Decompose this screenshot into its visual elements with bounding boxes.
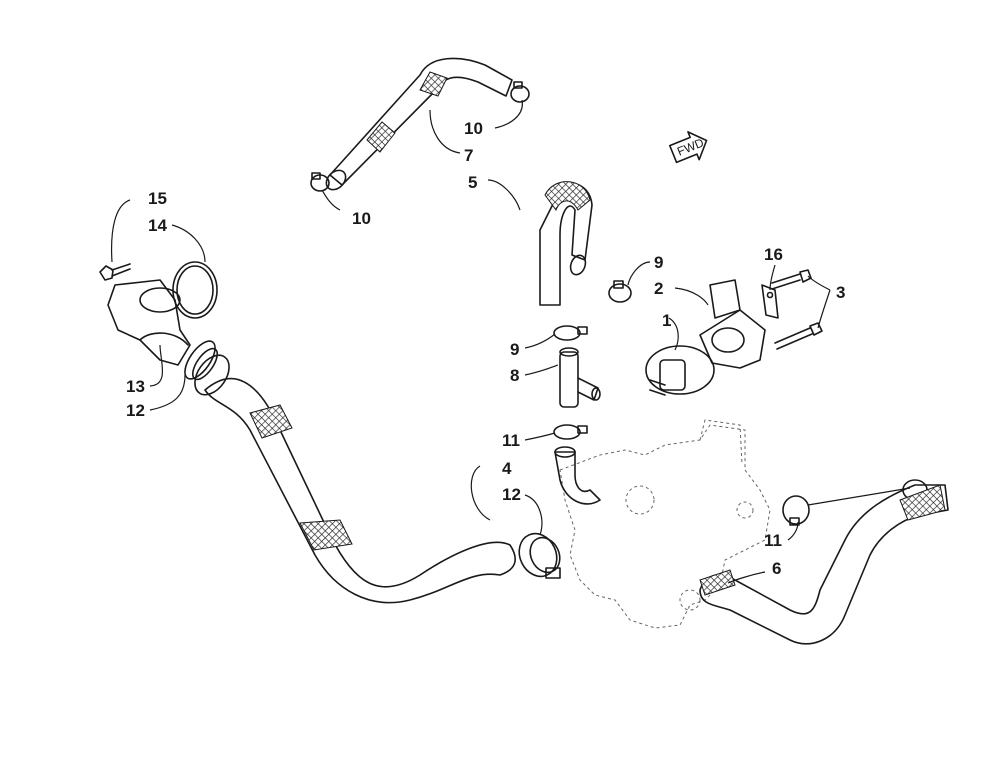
hose-clamp-11-right	[782, 487, 911, 526]
hose-5	[539, 181, 593, 306]
thermostat-housing-13	[107, 279, 191, 366]
short-hose-lower	[554, 451, 601, 505]
callout-3: 3	[836, 283, 845, 302]
callout-9-lower: 9	[510, 340, 519, 359]
hose-clamp-11-center	[553, 424, 588, 440]
forward-direction-arrow: FWD	[668, 131, 708, 164]
callout-7: 7	[464, 146, 473, 165]
callout-labels: 1 2 3 4 5 6 7 8 9 9 10 10 11 11 12 12 13…	[126, 119, 845, 578]
hose-clamp-10-right	[510, 81, 530, 103]
o-ring-14-inner	[176, 265, 214, 315]
thermostat-cover-2	[699, 279, 766, 369]
bolt-15	[99, 263, 131, 281]
callout-15: 15	[148, 189, 167, 208]
callout-12-upper: 12	[126, 401, 145, 420]
callout-10-upper: 10	[464, 119, 483, 138]
bolt-3-upper	[771, 269, 812, 290]
callout-5: 5	[468, 173, 477, 192]
hose-clamp-12-upper	[184, 340, 219, 381]
callout-1: 1	[662, 311, 671, 330]
hose-7	[325, 57, 513, 191]
water-pump-housing	[559, 419, 771, 629]
callout-2: 2	[654, 279, 663, 298]
callout-12-lower: 12	[502, 485, 521, 504]
callout-11-center: 11	[502, 431, 520, 450]
callout-10-lower: 10	[352, 209, 371, 228]
hose-clamp-9-lower	[553, 325, 588, 341]
bolt-3-lower	[774, 322, 823, 350]
o-ring-14	[172, 261, 218, 319]
hose-clamp-9-upper	[608, 280, 632, 303]
callout-6: 6	[772, 559, 781, 578]
callout-16: 16	[764, 245, 783, 264]
callout-8: 8	[510, 366, 519, 385]
callout-11-right: 11	[764, 531, 782, 550]
hose-4	[194, 354, 516, 604]
t-fitting-8	[559, 347, 601, 408]
callout-14: 14	[148, 216, 167, 235]
hose-6	[699, 479, 949, 645]
thermostat-1	[645, 345, 715, 396]
callout-9-upper: 9	[654, 253, 663, 272]
callout-13: 13	[126, 377, 145, 396]
leader-lines	[110, 99, 831, 584]
callout-4: 4	[502, 459, 512, 478]
hose-clamp-10-left	[310, 172, 330, 192]
short-hose-lower-end	[554, 446, 576, 458]
bracket-16	[761, 284, 779, 319]
hose-clamp-12-lower	[518, 532, 561, 579]
